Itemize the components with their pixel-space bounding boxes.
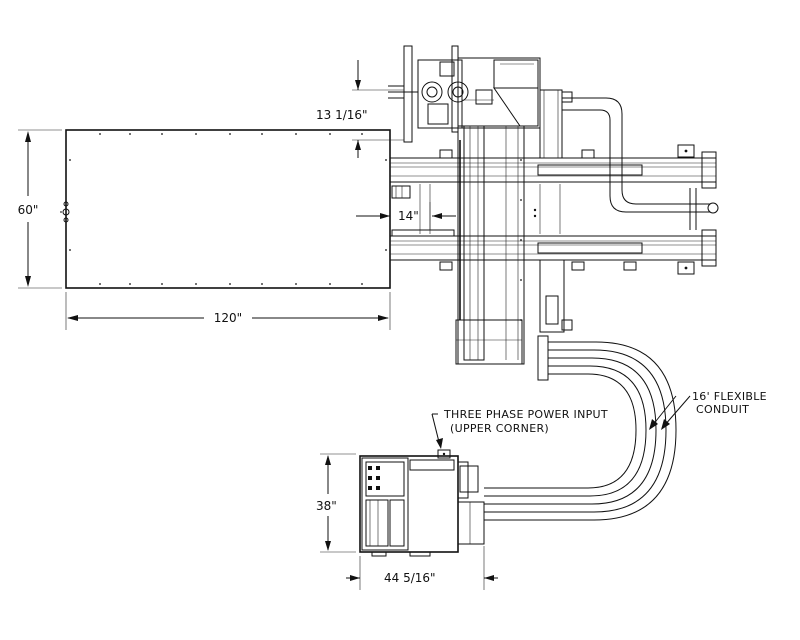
flexible-conduit [484, 335, 677, 521]
machine-rails [389, 144, 717, 275]
gantry [388, 45, 573, 365]
dim-cabinet-height-text: 38" [316, 499, 337, 513]
dim-table-gap: 14" [356, 185, 456, 230]
dim-gantry-offset-text: 13 1/16" [316, 108, 368, 122]
dim-cabinet-width-text: 44 5/16" [384, 571, 436, 585]
dim-cabinet-height: 38" [316, 453, 356, 553]
dim-cabinet-width: 44 5/16" [346, 546, 498, 590]
power-input-note: THREE PHASE POWER INPUT (UPPER CORNER) [431, 408, 608, 449]
conduit-label: 16' FLEXIBLE [692, 390, 767, 403]
dim-table-width: 120" [65, 292, 391, 330]
dim-gantry-offset: 13 1/16" [316, 60, 404, 158]
power-input-label: THREE PHASE POWER INPUT [443, 408, 608, 421]
conduit-note: 16' FLEXIBLE CONDUIT [649, 390, 767, 430]
control-cabinet [359, 449, 485, 557]
dim-table-height: 60" [18, 129, 62, 289]
power-input-sublabel: (UPPER CORNER) [450, 422, 549, 435]
dim-table-gap-text: 14" [398, 209, 419, 223]
dust-pipe [562, 97, 719, 214]
dim-table-height-text: 60" [18, 203, 39, 217]
table-connector-icon [60, 201, 70, 223]
dim-table-width-text: 120" [214, 311, 242, 325]
conduit-sublabel: CONDUIT [696, 403, 749, 416]
work-table [60, 129, 391, 289]
